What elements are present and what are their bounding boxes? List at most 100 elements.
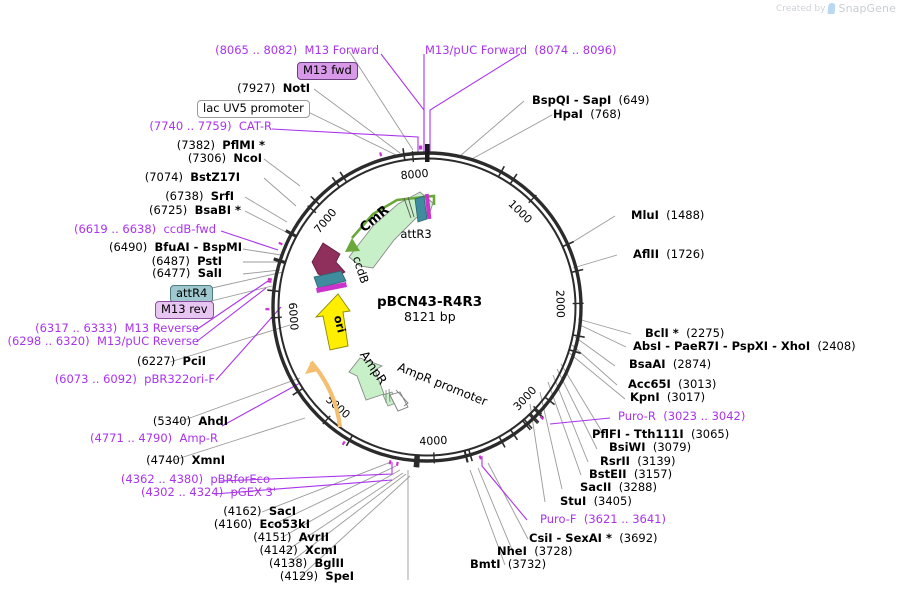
site-position: (7740 .. 7759)	[149, 119, 232, 133]
primer-mark	[539, 415, 544, 421]
enzyme-name: KpnI	[630, 390, 660, 404]
bp-tick	[411, 151, 415, 163]
enzyme-name: PciI	[182, 354, 206, 368]
site-position: (6487)	[151, 254, 190, 268]
site-position: (6073 .. 6092)	[54, 372, 137, 386]
bp-tick-label: 8000	[400, 167, 429, 183]
cut-site-mark	[529, 413, 540, 423]
watermark-prefix: Created by	[775, 3, 826, 14]
svg-text:attR3: attR3	[400, 227, 431, 241]
bp-tick-label: 2000	[553, 290, 567, 318]
primer-label: (8065 .. 8082) M13 Forward	[215, 44, 379, 57]
primer-name: pBRforEco	[210, 472, 270, 486]
cut-site-mark	[569, 349, 582, 355]
enzyme-label: (6477) SalI	[152, 267, 222, 280]
enzyme-label: (4162) SacI	[223, 505, 296, 518]
primer-name: Amp-R	[179, 431, 218, 445]
cut-site-mark	[523, 418, 533, 430]
enzyme-name: BsaAI	[629, 357, 666, 371]
primer-name: pBR322ori-F	[144, 372, 215, 386]
enzyme-label: (4142) XcmI	[259, 544, 337, 557]
enzyme-name: HpaI	[553, 107, 583, 121]
site-position: (4302 .. 4324)	[141, 485, 224, 499]
cut-site-mark	[463, 450, 469, 463]
site-position: (7927)	[237, 81, 276, 95]
site-position: (7382)	[176, 138, 215, 152]
enzyme-label: (6487) PstI	[152, 255, 222, 268]
cut-site-mark	[339, 171, 348, 183]
cut-site-mark	[285, 230, 297, 238]
enzyme-name: PstI	[197, 254, 222, 268]
enzyme-label: (4138) BglII	[269, 557, 344, 570]
enzyme-label: (6227) PciI	[137, 355, 206, 368]
enzyme-name: PflFI - Tth111I	[592, 427, 684, 441]
primer-mark	[341, 440, 346, 446]
cut-site-mark	[417, 455, 420, 468]
primer-label: (7740 .. 7759) CAT-R	[149, 120, 272, 133]
site-position: (2408)	[817, 339, 856, 353]
site-position: (2874)	[672, 357, 712, 371]
enzyme-name: BmtI	[470, 557, 501, 571]
enzyme-name: NotI	[282, 81, 310, 95]
site-position: (3692)	[619, 531, 658, 545]
enzyme-label: MluI (1488)	[631, 209, 704, 222]
enzyme-label: StuI (3405)	[560, 495, 632, 508]
primer-name: Puro-R	[618, 409, 656, 423]
enzyme-label: (4129) SpeI	[280, 570, 354, 583]
enzyme-name: SacI	[268, 504, 296, 518]
bp-tick-label: 6000	[286, 302, 301, 331]
site-position: (4151)	[253, 530, 292, 544]
svg-text:ori: ori	[331, 314, 349, 334]
enzyme-name: RsrII	[600, 454, 630, 468]
watermark-brand: SnapGene	[838, 2, 896, 15]
primer-mark	[267, 277, 272, 281]
enzyme-name: BfuAI - BspMI	[154, 240, 242, 254]
site-position: (6477)	[152, 266, 191, 280]
cut-site-mark	[310, 195, 320, 206]
primer-label: Puro-R (3023 .. 3042)	[618, 410, 745, 423]
feature-block-origin	[425, 144, 430, 162]
site-position: (8065 .. 8082)	[215, 43, 298, 57]
enzyme-label: SacII (3288)	[580, 481, 657, 494]
site-position: (4160)	[213, 517, 253, 531]
site-position: (4740)	[146, 453, 185, 467]
site-position: (5340)	[152, 414, 192, 428]
enzyme-label: CsiI - SexAI * (3692)	[529, 532, 658, 545]
primer-name: M13/pUC Reverse	[96, 334, 199, 348]
cut-site-mark	[572, 334, 585, 338]
site-position: (8074 .. 8096)	[534, 43, 617, 57]
primer-name: ccdB-fwd	[163, 222, 216, 236]
enzyme-name: BsiWI	[609, 440, 646, 454]
enzyme-label: (6738) SrfI	[165, 190, 234, 203]
enzyme-label: BsiWI (3079)	[609, 441, 691, 454]
enzyme-label: (7306) NcoI	[188, 152, 262, 165]
enzyme-name: SacII	[580, 480, 612, 494]
enzyme-name: PflMI *	[222, 138, 265, 152]
feature-label-m13-rev: M13 rev	[155, 301, 214, 319]
primer-name: M13 Forward	[304, 43, 379, 57]
primer-marks	[265, 145, 544, 466]
site-position: (3157)	[633, 467, 673, 481]
enzyme-label: (5340) AhdI	[153, 415, 228, 428]
site-position: (3405)	[593, 494, 632, 508]
bp-tick	[270, 316, 282, 319]
enzyme-label: (6725) BsaBI *	[149, 204, 241, 217]
enzyme-name: SalI	[197, 266, 222, 280]
primer-mark	[267, 280, 272, 283]
primer-label: (6317 .. 6333) M13 Reverse	[35, 322, 199, 335]
site-position: (3732)	[507, 557, 547, 571]
primer-name: Puro-F	[540, 512, 577, 526]
site-position: (3621 .. 3641)	[583, 512, 666, 526]
site-position: (4771 .. 4790)	[90, 431, 173, 445]
site-position: (1488)	[666, 208, 705, 222]
enzyme-name: Eco53kI	[259, 517, 310, 531]
cut-site-mark	[416, 455, 419, 468]
bp-tick	[322, 415, 331, 425]
enzyme-name: SpeI	[325, 569, 354, 583]
snapgene-watermark: Created by SnapGene	[776, 2, 896, 15]
enzyme-name: BstEII	[589, 467, 627, 481]
primer-mark	[395, 461, 399, 466]
enzyme-label: Acc65I (3013)	[628, 378, 716, 391]
enzyme-name: BspQI - SapI	[532, 93, 612, 107]
